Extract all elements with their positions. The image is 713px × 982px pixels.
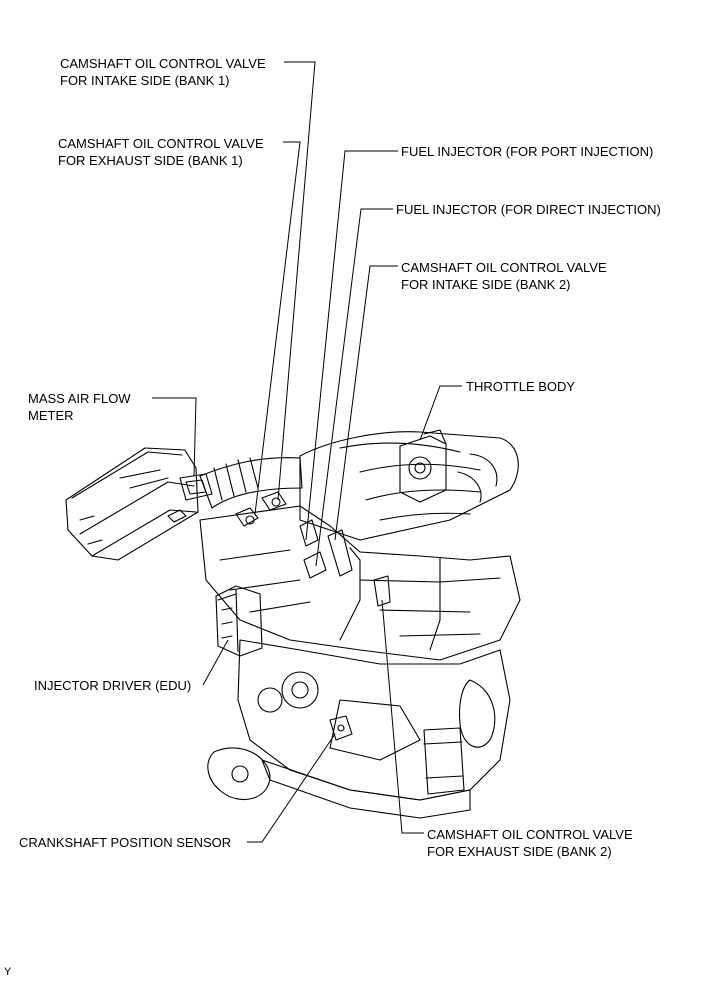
throttle-body-part xyxy=(399,429,447,503)
leader-cocv-intake-b1 xyxy=(277,61,316,501)
leader-cocv-exhaust-b1 xyxy=(254,141,301,515)
label-cocv-intake-bank2: CAMSHAFT OIL CONTROL VALVE FOR INTAKE SI… xyxy=(401,259,607,293)
label-injector-driver-text: INJECTOR DRIVER (EDU) xyxy=(34,678,192,693)
injector-driver-part xyxy=(215,585,263,657)
leader-throttle xyxy=(419,385,462,441)
air-cleaner-box xyxy=(65,447,199,561)
label-cocv-intake-bank2-line1: CAMSHAFT OIL CONTROL VALVE xyxy=(401,260,607,275)
label-cocv-intake-bank1-line1: CAMSHAFT OIL CONTROL VALVE xyxy=(60,56,266,71)
label-fuel-injector-direct: FUEL INJECTOR (FOR DIRECT INJECTION) xyxy=(396,201,661,218)
label-cocv-exhaust-bank2: CAMSHAFT OIL CONTROL VALVE FOR EXHAUST S… xyxy=(427,826,633,860)
label-cocv-exhaust-bank1-line1: CAMSHAFT OIL CONTROL VALVE xyxy=(58,136,264,151)
label-fuel-injector-direct-text: FUEL INJECTOR (FOR DIRECT INJECTION) xyxy=(396,202,661,217)
label-fuel-injector-port: FUEL INJECTOR (FOR PORT INJECTION) xyxy=(401,143,653,160)
corner-mark: Y xyxy=(4,966,12,978)
leader-maf xyxy=(152,397,197,477)
leader-cocv-intake-b2 xyxy=(334,265,398,541)
leader-crank xyxy=(247,733,336,843)
leader-lines xyxy=(152,61,462,843)
label-throttle-body-text: THROTTLE BODY xyxy=(466,379,576,394)
label-crankshaft-sensor-text: CRANKSHAFT POSITION SENSOR xyxy=(19,835,232,850)
camshaft-valves-bank1 xyxy=(235,491,287,527)
label-injector-driver: INJECTOR DRIVER (EDU) xyxy=(34,677,191,694)
label-mass-air-flow: MASS AIR FLOW METER xyxy=(28,390,131,424)
label-mass-air-flow-line1: MASS AIR FLOW xyxy=(28,391,131,406)
leader-fuel-port xyxy=(305,150,398,541)
label-throttle-body: THROTTLE BODY xyxy=(466,378,575,395)
label-cocv-exhaust-bank2-line1: CAMSHAFT OIL CONTROL VALVE xyxy=(427,827,633,842)
label-cocv-intake-bank2-line2: FOR INTAKE SIDE (BANK 2) xyxy=(401,277,571,292)
leader-cocv-exhaust-b2 xyxy=(381,599,424,834)
camshaft-valve-bank2-exhaust xyxy=(373,575,391,607)
label-cocv-exhaust-bank1: CAMSHAFT OIL CONTROL VALVE FOR EXHAUST S… xyxy=(58,135,264,169)
leader-fuel-direct xyxy=(315,208,393,567)
label-cocv-intake-bank1-line2: FOR INTAKE SIDE (BANK 1) xyxy=(60,73,230,88)
label-crankshaft-sensor: CRANKSHAFT POSITION SENSOR xyxy=(19,834,231,851)
label-fuel-injector-port-text: FUEL INJECTOR (FOR PORT INJECTION) xyxy=(401,144,654,159)
label-cocv-intake-bank1: CAMSHAFT OIL CONTROL VALVE FOR INTAKE SI… xyxy=(60,55,266,89)
label-cocv-exhaust-bank2-line2: FOR EXHAUST SIDE (BANK 2) xyxy=(427,844,612,859)
crankshaft-sensor-part xyxy=(329,715,353,741)
label-cocv-exhaust-bank1-line2: FOR EXHAUST SIDE (BANK 1) xyxy=(58,153,243,168)
label-mass-air-flow-line2: METER xyxy=(28,408,74,423)
engine-illustration xyxy=(65,429,521,819)
leader-edu xyxy=(202,639,229,686)
